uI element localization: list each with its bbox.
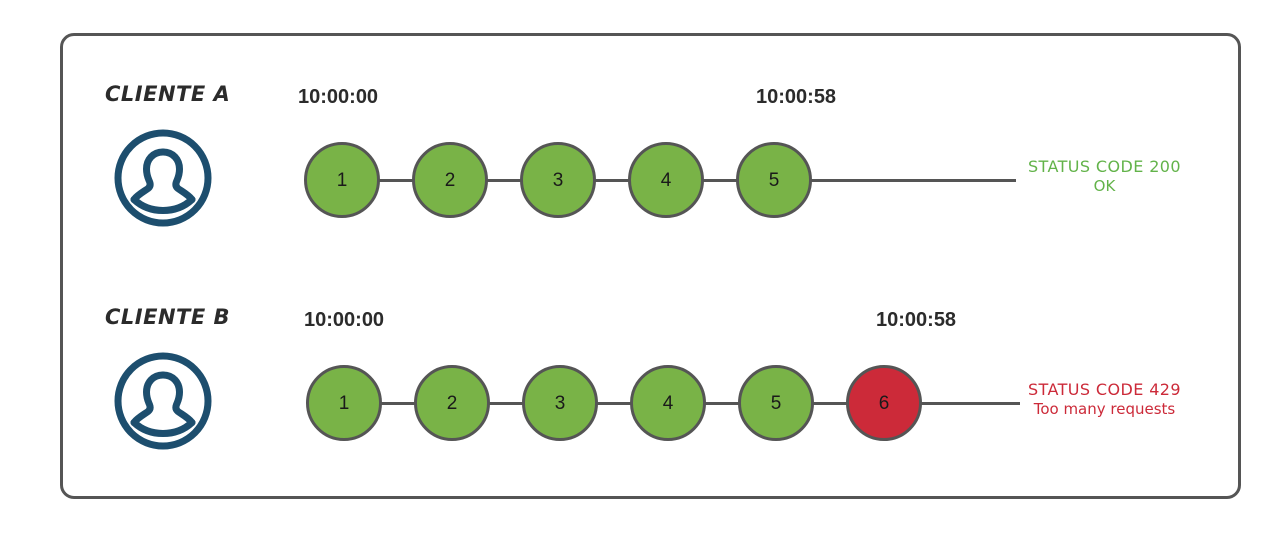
request-node-blocked[interactable]: 6 <box>846 365 922 441</box>
request-node[interactable]: 3 <box>522 365 598 441</box>
timestamp-start-b: 10:00:00 <box>304 309 385 331</box>
connector <box>700 179 756 182</box>
status-message-a: STATUS CODE 200 OK <box>1028 157 1181 197</box>
connector <box>594 402 650 405</box>
request-node[interactable]: 1 <box>306 365 382 441</box>
connector <box>592 179 648 182</box>
connector <box>484 179 540 182</box>
connector-tail <box>808 179 1016 182</box>
request-node[interactable]: 5 <box>736 142 812 218</box>
connector <box>486 402 542 405</box>
request-node[interactable]: 2 <box>414 365 490 441</box>
client-label-b: CLIENTE B <box>105 305 231 329</box>
request-node[interactable]: 5 <box>738 365 814 441</box>
connector <box>810 402 866 405</box>
connector-tail <box>918 402 1020 405</box>
status-message-b: STATUS CODE 429 Too many requests <box>1028 380 1181 420</box>
user-avatar-icon <box>113 128 213 228</box>
connector <box>376 179 432 182</box>
status-code-line: STATUS CODE 429 <box>1028 380 1181 399</box>
diagram-frame <box>60 33 1241 499</box>
timestamp-end-b: 10:00:58 <box>876 309 957 331</box>
request-node[interactable]: 4 <box>630 365 706 441</box>
user-avatar-icon <box>113 351 213 451</box>
connector <box>702 402 758 405</box>
request-node[interactable]: 2 <box>412 142 488 218</box>
client-label-a: CLIENTE A <box>105 82 231 106</box>
timestamp-end-a: 10:00:58 <box>756 86 837 108</box>
request-node[interactable]: 3 <box>520 142 596 218</box>
status-code-line: STATUS CODE 200 <box>1028 157 1181 176</box>
request-node[interactable]: 4 <box>628 142 704 218</box>
request-node[interactable]: 1 <box>304 142 380 218</box>
status-text-line: OK <box>1093 177 1116 196</box>
timestamp-start-a: 10:00:00 <box>298 86 379 108</box>
status-text-line: Too many requests <box>1033 400 1176 419</box>
connector <box>378 402 434 405</box>
